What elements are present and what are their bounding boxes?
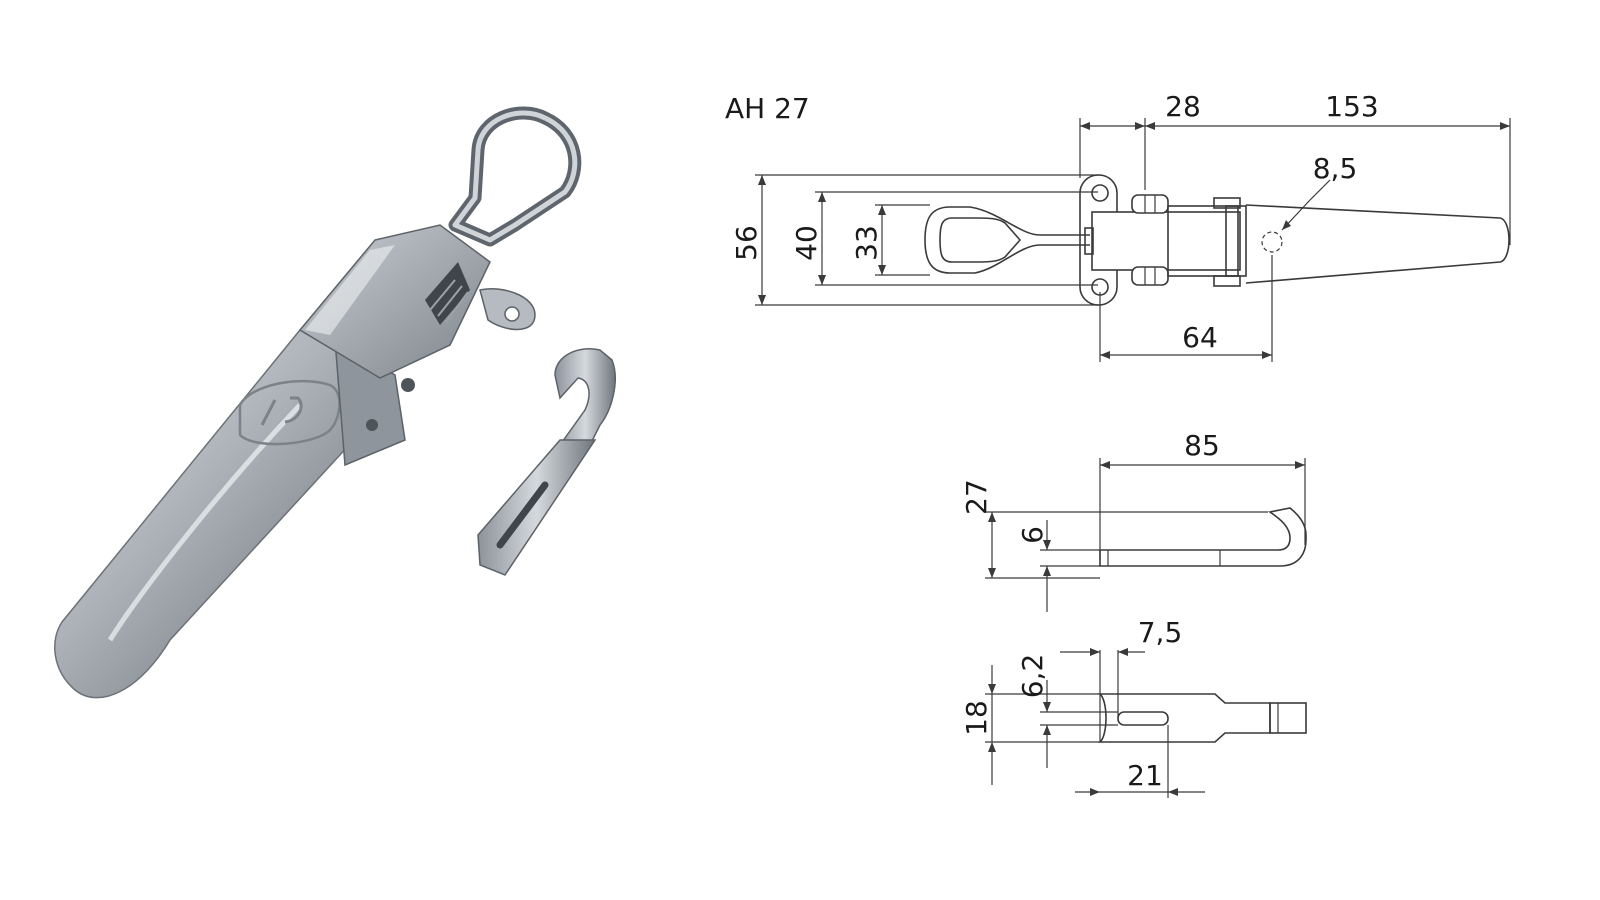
model-label: AH 27: [725, 92, 810, 125]
hook-strap: [477, 439, 597, 576]
dim-28: 28: [1165, 90, 1201, 123]
dim-18: 18: [960, 700, 993, 736]
dim-6: 6: [1016, 526, 1049, 544]
brand-emblem-icon: [238, 379, 341, 446]
dim-56: 56: [730, 225, 763, 261]
dim-33: 33: [850, 225, 883, 261]
dim-7-5: 7,5: [1138, 616, 1183, 649]
hook-top-view-drawing: [985, 648, 1307, 798]
dim-64: 64: [1182, 321, 1218, 354]
eye-loop: [448, 106, 582, 247]
dim-21: 21: [1127, 759, 1163, 792]
latch-handle: [54, 329, 396, 699]
hook-illustration: [477, 348, 616, 576]
latch-top-plate: [298, 224, 491, 379]
dim-40: 40: [790, 225, 823, 261]
dim-6-2: 6,2: [1016, 654, 1049, 699]
dim-153: 153: [1325, 90, 1378, 123]
dim-8-5: 8,5: [1313, 152, 1358, 185]
latch-illustration: [54, 106, 582, 699]
hook-side-view-drawing: [985, 458, 1307, 612]
mounting-ear: [479, 288, 536, 331]
dim-85: 85: [1184, 429, 1220, 462]
top-view-drawing: [755, 118, 1511, 362]
dim-27: 27: [960, 479, 993, 515]
